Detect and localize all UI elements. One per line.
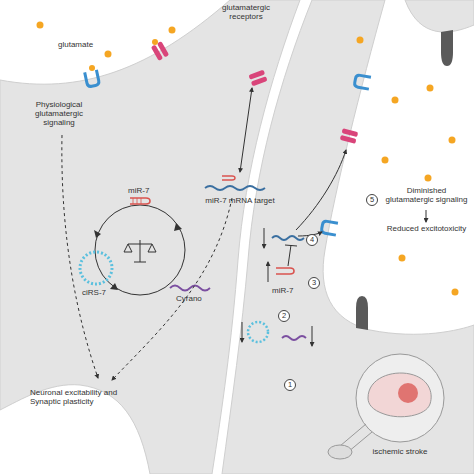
- stroke-lesion: [398, 383, 418, 403]
- mrna-icon: [272, 236, 304, 240]
- decrease-arrow: [312, 326, 313, 346]
- mir7-icon: [133, 198, 141, 204]
- dashed-arrow: [112, 198, 232, 380]
- outcome-label: Neuronal excitability and Synaptic plast…: [30, 388, 135, 406]
- mouse-head: [328, 445, 352, 459]
- cirs7-icon: [248, 322, 268, 342]
- outcome-label: Diminished glutamatergic signaling: [384, 186, 469, 204]
- signal-arrow: [296, 150, 346, 230]
- receptor: [340, 128, 359, 144]
- cyrano-icon: [170, 286, 210, 291]
- right-neuron: [222, 0, 474, 474]
- top-right-dendrite: [405, 0, 474, 32]
- molecule-label: miR-7 mRNA target: [200, 196, 280, 205]
- callout-number: 1: [284, 379, 296, 391]
- condition-label: ischemic stroke: [360, 447, 440, 456]
- process-label: Physiological glutamatergic signaling: [28, 100, 90, 128]
- spine: [441, 30, 453, 66]
- cycle-arrowhead: [174, 223, 182, 231]
- receptor: [321, 221, 338, 235]
- cyrano-icon: [282, 336, 306, 340]
- receptor: [85, 70, 100, 87]
- molecule-label: ciRS-7: [82, 288, 116, 297]
- outcome-label: Reduced excitotoxicity: [384, 224, 469, 233]
- callout-number: 4: [306, 234, 318, 246]
- callout-number: 2: [278, 310, 290, 322]
- dashed-arrow: [62, 135, 98, 378]
- cycle-arrowhead: [110, 283, 118, 290]
- mir7-icon: [130, 198, 150, 204]
- molecule-label: miR-7: [272, 286, 302, 295]
- receptor-label: glutamatergic receptors: [215, 3, 277, 21]
- receptor: [248, 70, 267, 87]
- zoom-line: [340, 424, 366, 446]
- balance-cycle: [95, 205, 185, 295]
- zoom-line: [348, 432, 372, 452]
- molecule-label: Cyrano: [176, 294, 210, 303]
- callout-number: 5: [366, 194, 378, 206]
- mir7-icon: [276, 268, 294, 274]
- spine: [356, 296, 368, 330]
- molecule-label: miR-7: [128, 186, 158, 195]
- lens-circle: [356, 354, 444, 442]
- decrease-arrow: [242, 322, 243, 342]
- mrna-icon: [205, 186, 265, 190]
- decrease-arrow: [264, 228, 265, 248]
- result-arrow: [426, 210, 427, 222]
- inhibition-line: [285, 245, 297, 266]
- mir7-icon: [222, 176, 235, 180]
- receptor: [354, 75, 371, 89]
- cycle-arrowhead: [94, 230, 101, 238]
- glutamate-dots: [37, 22, 459, 296]
- scale-icon: [124, 240, 156, 262]
- cirs7-icon: [80, 252, 112, 284]
- increase-arrow: [268, 262, 269, 282]
- molecule-label: glutamate: [58, 40, 118, 49]
- signal-arrow: [240, 88, 252, 172]
- callout-number: 3: [308, 277, 320, 289]
- brain-icon: [368, 373, 431, 417]
